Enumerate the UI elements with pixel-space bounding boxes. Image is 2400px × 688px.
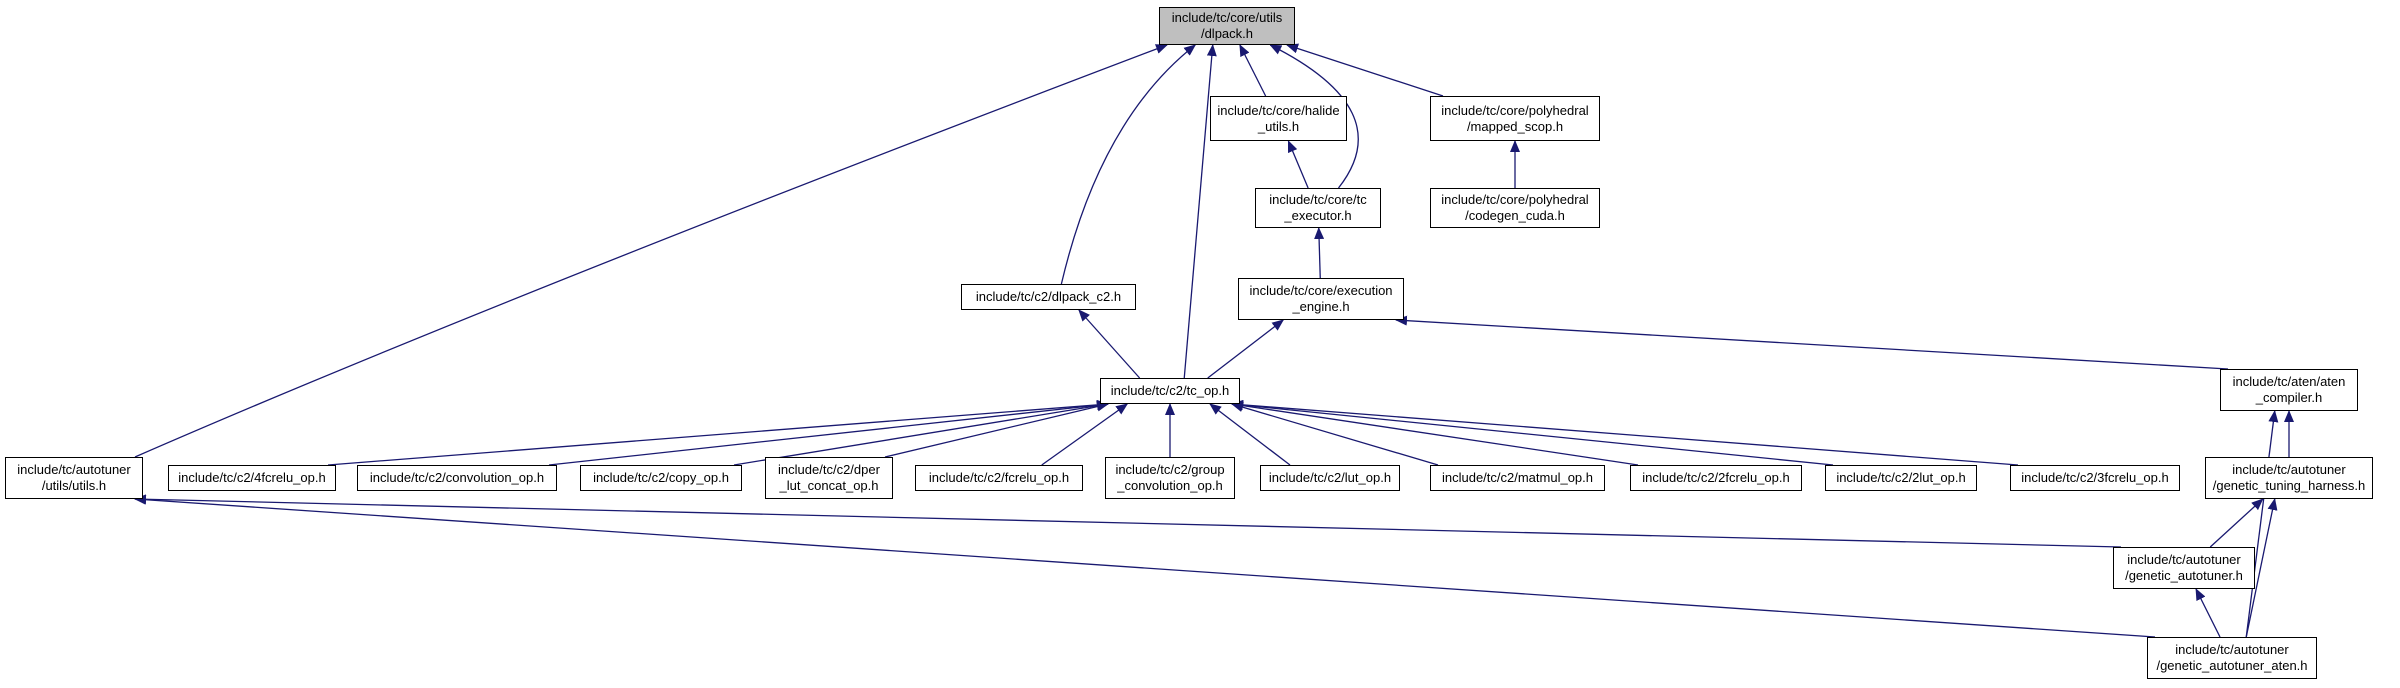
edge-dlpack-c2-to-tc-op bbox=[1078, 309, 1141, 379]
node-label: include/tc/c2/tc_op.h bbox=[1110, 383, 1230, 398]
edge-dlpack-to-autotuner-utils bbox=[134, 44, 1168, 458]
node-label: include/tc/c2/dlpack_c2.h bbox=[975, 289, 1122, 304]
edge-aten-compiler-to-genetic-autotuner-aten bbox=[2245, 410, 2279, 638]
node-label: include/tc/c2/copy_op.h bbox=[593, 470, 729, 485]
node-halide-utils[interactable]: include/tc/core/halide _utils.h bbox=[1210, 96, 1347, 141]
node-label: _executor.h bbox=[1284, 208, 1352, 223]
node-2lut-op[interactable]: include/tc/c2/2lut_op.h bbox=[1825, 465, 1977, 491]
edge-genetic-autotuner-to-genetic-autotuner-aten bbox=[2195, 588, 2221, 638]
node-label: include/tc/c2/group bbox=[1115, 462, 1225, 477]
node-tc-op[interactable]: include/tc/c2/tc_op.h bbox=[1100, 378, 1240, 404]
node-dper-lut-concat-op[interactable]: include/tc/c2/dper _lut_concat_op.h bbox=[765, 457, 893, 499]
node-3fcrelu-op[interactable]: include/tc/c2/3fcrelu_op.h bbox=[2010, 465, 2180, 491]
edge-tc-op-to-op-copy bbox=[733, 400, 1109, 466]
node-label: include/tc/core/tc bbox=[1269, 192, 1367, 207]
edge-autotuner-utils-to-genetic-autotuner bbox=[134, 494, 2122, 548]
node-label: include/tc/core/halide bbox=[1217, 102, 1340, 118]
node-group-convolution-op[interactable]: include/tc/c2/group _convolution_op.h bbox=[1105, 457, 1235, 499]
node-label: /mapped_scop.h bbox=[1466, 118, 1564, 134]
node-label: _utils.h bbox=[1257, 118, 1300, 134]
edge-execution-engine-to-tc-op bbox=[1207, 319, 1285, 379]
node-aten-compiler[interactable]: include/tc/aten/aten _compiler.h bbox=[2220, 369, 2358, 411]
edge-tc-op-to-op-convolution bbox=[548, 400, 1109, 466]
edge-dlpack-to-tc-op bbox=[1183, 44, 1217, 379]
node-label: /utils/utils.h bbox=[41, 478, 107, 493]
node-label: include/tc/autotuner bbox=[2232, 462, 2346, 477]
node-codegen-cuda[interactable]: include/tc/core/polyhedral /codegen_cuda… bbox=[1430, 188, 1600, 228]
node-label: include/tc/c2/3fcrelu_op.h bbox=[2021, 470, 2169, 485]
edge-dlpack-to-mapped-scop bbox=[1286, 43, 1444, 97]
node-label: include/tc/core/polyhedral bbox=[1441, 192, 1589, 207]
edge-tc-executor-to-execution-engine bbox=[1314, 227, 1325, 279]
node-label: include/tc/aten/aten bbox=[2232, 374, 2346, 389]
node-lut-op[interactable]: include/tc/c2/lut_op.h bbox=[1260, 465, 1400, 491]
node-2fcrelu-op[interactable]: include/tc/c2/2fcrelu_op.h bbox=[1630, 465, 1802, 491]
node-label: /genetic_autotuner.h bbox=[2125, 568, 2243, 583]
node-label: include/tc/c2/4fcrelu_op.h bbox=[178, 470, 326, 485]
node-label: include/tc/c2/2lut_op.h bbox=[1836, 470, 1966, 485]
node-label: include/tc/c2/2fcrelu_op.h bbox=[1642, 470, 1790, 485]
node-label: include/tc/core/polyhedral bbox=[1441, 102, 1589, 118]
edge-tc-op-to-op-2lut bbox=[1231, 400, 1834, 466]
node-label: /genetic_tuning_harness.h bbox=[2212, 478, 2366, 493]
node-label: _lut_concat_op.h bbox=[779, 478, 879, 493]
node-matmul-op[interactable]: include/tc/c2/matmul_op.h bbox=[1430, 465, 1605, 491]
node-label: _compiler.h bbox=[2255, 390, 2323, 405]
node-genetic-autotuner-aten[interactable]: include/tc/autotuner /genetic_autotuner_… bbox=[2147, 637, 2317, 679]
edge-autotuner-utils-to-genetic-autotuner-aten bbox=[134, 494, 2156, 638]
node-label: /codegen_cuda.h bbox=[1465, 208, 1565, 223]
edge-dlpack-to-tc-executor bbox=[1269, 44, 1359, 189]
node-label: include/tc/c2/fcrelu_op.h bbox=[928, 470, 1070, 485]
node-label: include/tc/autotuner bbox=[2127, 552, 2241, 567]
node-label: include/tc/c2/dper bbox=[778, 462, 880, 477]
edge-halide-utils-to-tc-executor bbox=[1287, 140, 1309, 189]
edge-genetic-tuning-harness-to-genetic-autotuner bbox=[2209, 498, 2264, 548]
node-label: /dlpack.h bbox=[1200, 26, 1254, 41]
node-dlpack[interactable]: include/tc/core/utils /dlpack.h bbox=[1159, 7, 1295, 45]
node-dlpack-c2[interactable]: include/tc/c2/dlpack_c2.h bbox=[961, 284, 1136, 310]
node-genetic-autotuner[interactable]: include/tc/autotuner /genetic_autotuner.… bbox=[2113, 547, 2255, 589]
edge-execution-engine-to-aten-compiler bbox=[1395, 315, 2229, 370]
node-execution-engine[interactable]: include/tc/core/execution _engine.h bbox=[1238, 278, 1404, 320]
node-4fcrelu-op[interactable]: include/tc/c2/4fcrelu_op.h bbox=[168, 465, 336, 491]
edge-dlpack-to-dlpack-c2 bbox=[1060, 44, 1197, 285]
node-fcrelu-op[interactable]: include/tc/c2/fcrelu_op.h bbox=[915, 465, 1083, 491]
node-mapped-scop[interactable]: include/tc/core/polyhedral /mapped_scop.… bbox=[1430, 96, 1600, 141]
node-label: include/tc/autotuner bbox=[2175, 642, 2289, 657]
edge-tc-op-to-op-lut bbox=[1209, 403, 1291, 466]
node-label: include/tc/c2/matmul_op.h bbox=[1441, 470, 1594, 485]
node-label: include/tc/core/execution bbox=[1249, 283, 1393, 298]
edge-tc-op-to-op-dper-lut-concat bbox=[884, 401, 1109, 458]
node-label: /genetic_autotuner_aten.h bbox=[2156, 658, 2308, 673]
edge-tc-op-to-op-matmul bbox=[1231, 402, 1439, 466]
edge-tc-op-to-op-4fcrelu bbox=[327, 399, 1109, 466]
edge-genetic-tuning-harness-to-genetic-autotuner-aten bbox=[2245, 498, 2278, 638]
node-label: include/tc/autotuner bbox=[17, 462, 131, 477]
node-copy-op[interactable]: include/tc/c2/copy_op.h bbox=[580, 465, 742, 491]
edge-tc-op-to-op-2fcrelu bbox=[1231, 400, 1639, 466]
node-label: include/tc/c2/convolution_op.h bbox=[369, 470, 545, 485]
node-label: include/tc/core/utils bbox=[1171, 10, 1283, 25]
edge-tc-op-to-op-fcrelu bbox=[1041, 403, 1129, 466]
node-genetic-tuning-harness[interactable]: include/tc/autotuner /genetic_tuning_har… bbox=[2205, 457, 2373, 499]
node-label: _convolution_op.h bbox=[1117, 478, 1223, 493]
edge-tc-op-to-op-3fcrelu bbox=[1231, 399, 2019, 466]
node-convolution-op[interactable]: include/tc/c2/convolution_op.h bbox=[357, 465, 557, 491]
node-label: include/tc/c2/lut_op.h bbox=[1268, 470, 1392, 485]
edge-dlpack-to-halide-utils bbox=[1239, 44, 1267, 97]
node-tc-executor[interactable]: include/tc/core/tc _executor.h bbox=[1255, 188, 1381, 228]
node-autotuner-utils[interactable]: include/tc/autotuner /utils/utils.h bbox=[5, 457, 143, 499]
node-label: _engine.h bbox=[1292, 299, 1350, 314]
